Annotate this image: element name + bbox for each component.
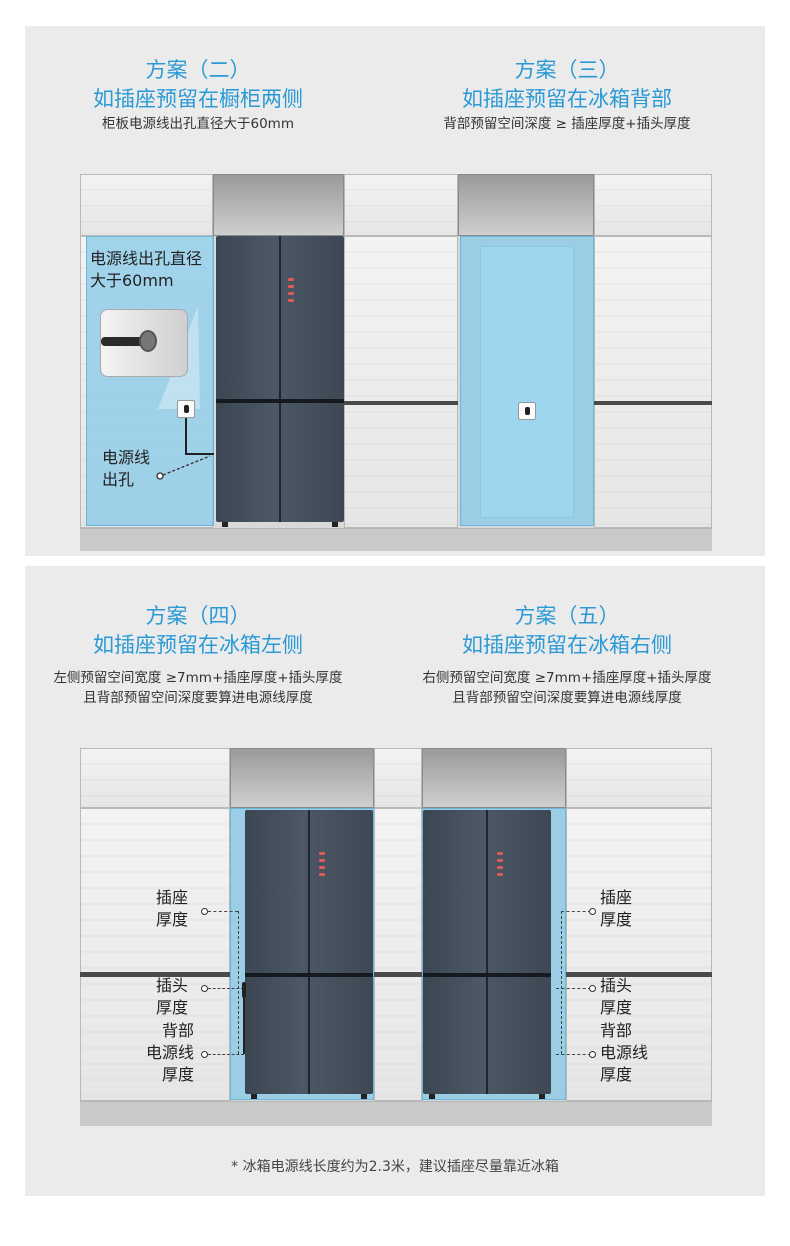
callout-dot	[589, 908, 596, 915]
plan-four-subtitle-1: 左侧预留空间宽度 ≥7mm+插座厚度+插头厚度	[53, 670, 343, 686]
header-plan-three: 方案（三） 如插座预留在冰箱背部 背部预留空间深度 ≥ 插座厚度+插头厚度	[402, 56, 732, 134]
side-cabinet	[374, 808, 422, 1101]
plan-five-label: 方案（五）	[514, 604, 620, 628]
label-back-cable-line2: 电源线	[600, 1043, 649, 1062]
plan-two-subtitle: 柜板电源线出孔直径大于60mm	[102, 116, 294, 132]
label-socket-thickness-right: 插座 厚度	[600, 887, 632, 931]
side-cabinet	[594, 236, 712, 528]
panel-plans-two-three: 方案（二） 如插座预留在橱柜两侧 柜板电源线出孔直径大于60mm 方案（三） 如…	[25, 26, 765, 556]
panel-plans-four-five: 方案（四） 如插座预留在冰箱左侧 左侧预留空间宽度 ≥7mm+插座厚度+插头厚度…	[25, 566, 765, 1196]
cable-hole-icon	[139, 330, 157, 352]
dash-line	[561, 911, 591, 912]
control-panel-icon	[286, 274, 296, 302]
label-socket-thickness-line1: 插座	[156, 888, 189, 907]
dash-line	[208, 988, 244, 989]
plan-four-title: 如插座预留在冰箱左侧	[93, 633, 303, 657]
footnote: * 冰箱电源线长度约为2.3米，建议插座尽量靠近冰箱	[231, 1159, 559, 1175]
header-plan-four: 方案（四） 如插座预留在冰箱左侧 左侧预留空间宽度 ≥7mm+插座厚度+插头厚度…	[33, 602, 363, 708]
power-cable	[243, 998, 245, 1054]
fridge-niche-top	[458, 174, 594, 236]
label-back-cable-right: 背部 电源线 厚度	[600, 1020, 648, 1086]
label-plug-thickness-left: 插头 厚度	[156, 975, 188, 1019]
callout-dot	[589, 1051, 596, 1058]
countertop-edge	[566, 972, 712, 977]
label-back-cable-line3: 厚度	[600, 1065, 633, 1084]
socket-icon	[177, 400, 195, 418]
upper-cabinet	[594, 174, 712, 236]
label-hole-diameter-line2: 大于60mm	[90, 271, 174, 290]
plan-two-title: 如插座预留在橱柜两侧	[93, 87, 303, 111]
countertop-edge	[80, 972, 230, 977]
callout-dot	[589, 985, 596, 992]
control-panel-icon	[317, 848, 327, 876]
magnified-hole	[100, 309, 188, 377]
plan-four-label: 方案（四）	[145, 604, 251, 628]
floor-base	[80, 528, 712, 551]
back-wall	[480, 246, 574, 518]
illustration-plans-two-three: 电源线出孔直径 大于60mm 电源线 出孔	[80, 174, 712, 551]
dash-line	[556, 1054, 591, 1055]
upper-cabinet	[80, 748, 230, 808]
control-panel-icon	[495, 848, 505, 876]
refrigerator	[216, 236, 344, 527]
callout-dot	[201, 985, 208, 992]
upper-cabinet	[344, 174, 458, 236]
label-plug-thickness-line2: 厚度	[600, 998, 633, 1017]
label-socket-thickness-line1: 插座	[600, 888, 633, 907]
fridge-niche-top	[213, 174, 344, 236]
label-plug-thickness-line2: 厚度	[156, 998, 189, 1017]
plug-icon	[242, 982, 246, 998]
label-cable-hole: 电源线 出孔	[102, 447, 150, 491]
illustration-plans-four-five: 插座 厚度 插头 厚度 背部 电源线 厚度 插座 厚度	[80, 748, 712, 1126]
dash-line	[561, 911, 562, 1054]
label-back-cable-line2: 电源线	[145, 1043, 194, 1062]
plan-five-subtitle-1: 右侧预留空间宽度 ≥7mm+插座厚度+插头厚度	[422, 670, 712, 686]
fridge-niche-top	[230, 748, 374, 808]
side-cabinet	[344, 236, 458, 528]
callout-dot	[201, 908, 208, 915]
plan-three-title: 如插座预留在冰箱背部	[462, 87, 672, 111]
plan-five-title: 如插座预留在冰箱右侧	[462, 633, 672, 657]
label-hole-diameter: 电源线出孔直径 大于60mm	[90, 248, 202, 292]
label-plug-thickness-line1: 插头	[600, 976, 633, 995]
label-plug-thickness-line1: 插头	[156, 976, 189, 995]
plan-three-subtitle: 背部预留空间深度 ≥ 插座厚度+插头厚度	[443, 116, 691, 132]
socket-icon	[518, 402, 536, 420]
highlight-side-space	[86, 236, 214, 526]
plan-two-label: 方案（二）	[145, 58, 251, 82]
upper-cabinet	[80, 174, 213, 236]
label-cable-hole-line1: 电源线	[102, 448, 151, 467]
dash-line	[238, 911, 239, 1054]
plan-three-label: 方案（三）	[514, 58, 620, 82]
label-hole-diameter-line1: 电源线出孔直径	[90, 249, 203, 268]
floor-base	[80, 1101, 712, 1126]
header-plan-two: 方案（二） 如插座预留在橱柜两侧 柜板电源线出孔直径大于60mm	[33, 56, 363, 134]
plan-five-subtitle-2: 且背部预留空间深度要算进电源线厚度	[452, 690, 682, 706]
dash-line	[208, 911, 238, 912]
label-socket-thickness-line2: 厚度	[156, 910, 189, 929]
label-socket-thickness-line2: 厚度	[600, 910, 633, 929]
label-back-cable-line1: 背部	[600, 1021, 633, 1040]
header-plan-five: 方案（五） 如插座预留在冰箱右侧 右侧预留空间宽度 ≥7mm+插座厚度+插头厚度…	[402, 602, 732, 708]
label-socket-thickness-left: 插座 厚度	[156, 887, 188, 931]
label-back-cable-left: 背部 电源线 厚度	[140, 1020, 200, 1086]
upper-cabinet	[566, 748, 712, 808]
plan-four-subtitle-2: 且背部预留空间深度要算进电源线厚度	[83, 690, 313, 706]
countertop-edge	[374, 972, 422, 977]
fridge-niche-top	[422, 748, 566, 808]
countertop-edge	[594, 401, 712, 405]
cable-route	[156, 418, 214, 480]
power-cable	[101, 337, 149, 346]
callout-dot	[201, 1051, 208, 1058]
countertop-edge	[344, 401, 458, 405]
refrigerator	[423, 810, 551, 1099]
refrigerator	[245, 810, 373, 1099]
dash-line	[556, 988, 591, 989]
label-back-cable-line1: 背部	[161, 1021, 194, 1040]
dash-line	[208, 1054, 244, 1055]
label-plug-thickness-right: 插头 厚度	[600, 975, 632, 1019]
label-cable-hole-line2: 出孔	[102, 470, 135, 489]
upper-cabinet	[374, 748, 422, 808]
label-back-cable-line3: 厚度	[161, 1065, 194, 1084]
